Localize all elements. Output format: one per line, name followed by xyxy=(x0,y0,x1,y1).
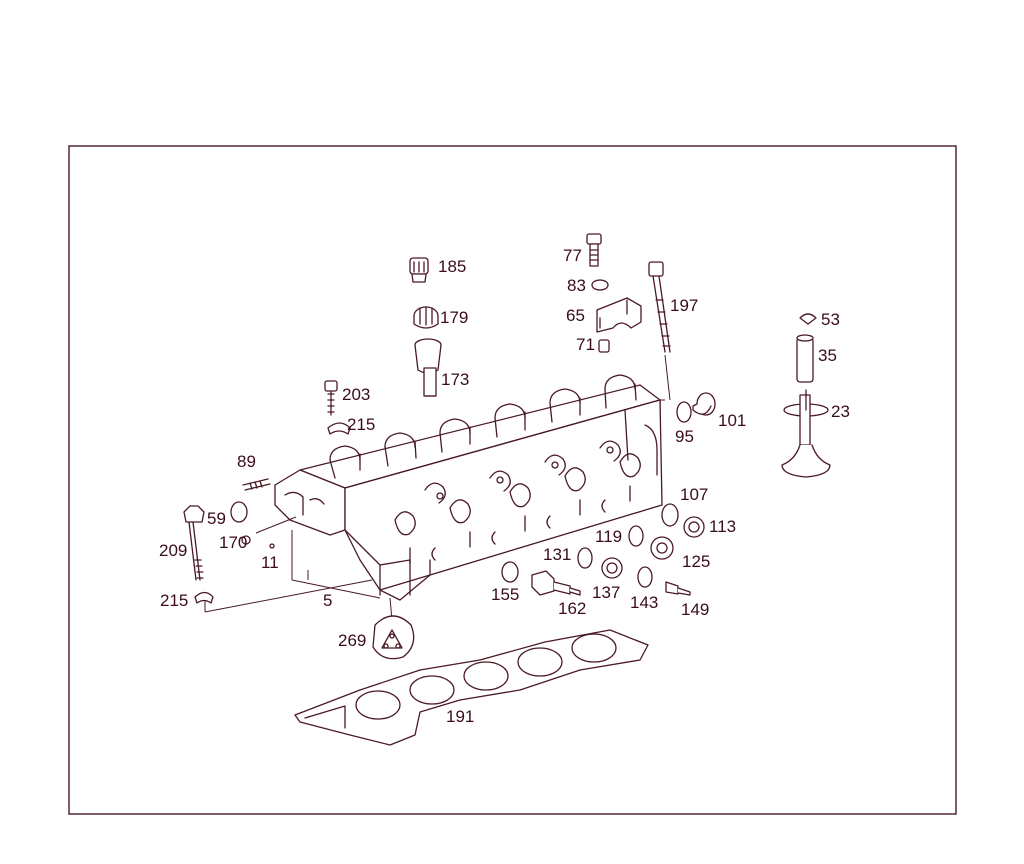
callout-191: 191 xyxy=(446,707,474,726)
part-65 xyxy=(596,297,642,333)
part-173 xyxy=(414,338,442,397)
callout-155: 155 xyxy=(491,585,519,604)
leader-lines xyxy=(204,354,671,621)
part-23 xyxy=(781,389,831,478)
part-155 xyxy=(501,561,519,583)
part-83 xyxy=(591,279,609,291)
part-125 xyxy=(650,536,674,560)
part-137 xyxy=(601,557,623,579)
part-131 xyxy=(577,547,593,569)
part-89 xyxy=(242,478,271,491)
callout-53: 53 xyxy=(821,310,840,329)
callout-5: 5 xyxy=(323,591,332,610)
callout-162: 162 xyxy=(558,599,586,618)
part-107 xyxy=(661,503,679,527)
callout-185: 185 xyxy=(438,257,466,276)
callout-labels: 185 179 173 203 215 89 59 170 11 209 215… xyxy=(159,246,850,726)
callout-59: 59 xyxy=(207,509,226,528)
part-11 xyxy=(269,543,275,549)
part-185 xyxy=(409,257,429,283)
callout-173: 173 xyxy=(441,370,469,389)
part-101 xyxy=(692,392,716,416)
part-77 xyxy=(586,233,602,267)
callout-149: 149 xyxy=(681,600,709,619)
part-143 xyxy=(637,566,653,588)
diagram-frame xyxy=(68,145,957,815)
part-170 xyxy=(241,535,251,545)
part-113 xyxy=(683,516,705,538)
callout-23: 23 xyxy=(831,402,850,421)
part-269 xyxy=(372,615,415,660)
callout-209: 209 xyxy=(159,541,187,560)
callout-35: 35 xyxy=(818,346,837,365)
callout-143: 143 xyxy=(630,593,658,612)
callout-89: 89 xyxy=(237,452,256,471)
part-215b xyxy=(194,591,214,604)
callout-269: 269 xyxy=(338,631,366,650)
callout-119: 119 xyxy=(595,527,622,546)
part-119 xyxy=(628,525,644,547)
part-197 xyxy=(648,261,671,353)
callout-95: 95 xyxy=(675,427,694,446)
callout-137: 137 xyxy=(592,583,620,602)
part-59 xyxy=(230,501,248,523)
part-179 xyxy=(413,306,439,329)
callout-197: 197 xyxy=(670,296,698,315)
part-53 xyxy=(799,313,817,325)
part-203 xyxy=(324,380,338,416)
callout-65: 65 xyxy=(566,306,585,325)
callout-125: 125 xyxy=(682,552,710,571)
callout-215-lower: 215 xyxy=(160,591,188,610)
callout-77: 77 xyxy=(563,246,582,265)
part-35 xyxy=(796,334,814,383)
small-parts xyxy=(183,233,831,746)
callout-83: 83 xyxy=(567,276,586,295)
callout-71: 71 xyxy=(576,335,595,354)
part-209 xyxy=(183,505,205,581)
callout-113: 113 xyxy=(709,517,736,536)
callout-131: 131 xyxy=(543,545,571,564)
callout-11: 11 xyxy=(261,553,279,572)
callout-101: 101 xyxy=(718,411,746,430)
part-149 xyxy=(665,581,691,596)
callout-203: 203 xyxy=(342,385,370,404)
part-191 xyxy=(294,629,649,746)
callout-179: 179 xyxy=(440,308,468,327)
callout-107: 107 xyxy=(680,485,708,504)
callout-170: 170 xyxy=(219,533,247,552)
cylinder-head xyxy=(274,374,663,601)
part-215a xyxy=(327,422,351,435)
part-162 xyxy=(531,570,581,596)
part-71 xyxy=(598,339,610,353)
part-95 xyxy=(676,401,692,423)
callout-215-upper: 215 xyxy=(347,415,375,434)
